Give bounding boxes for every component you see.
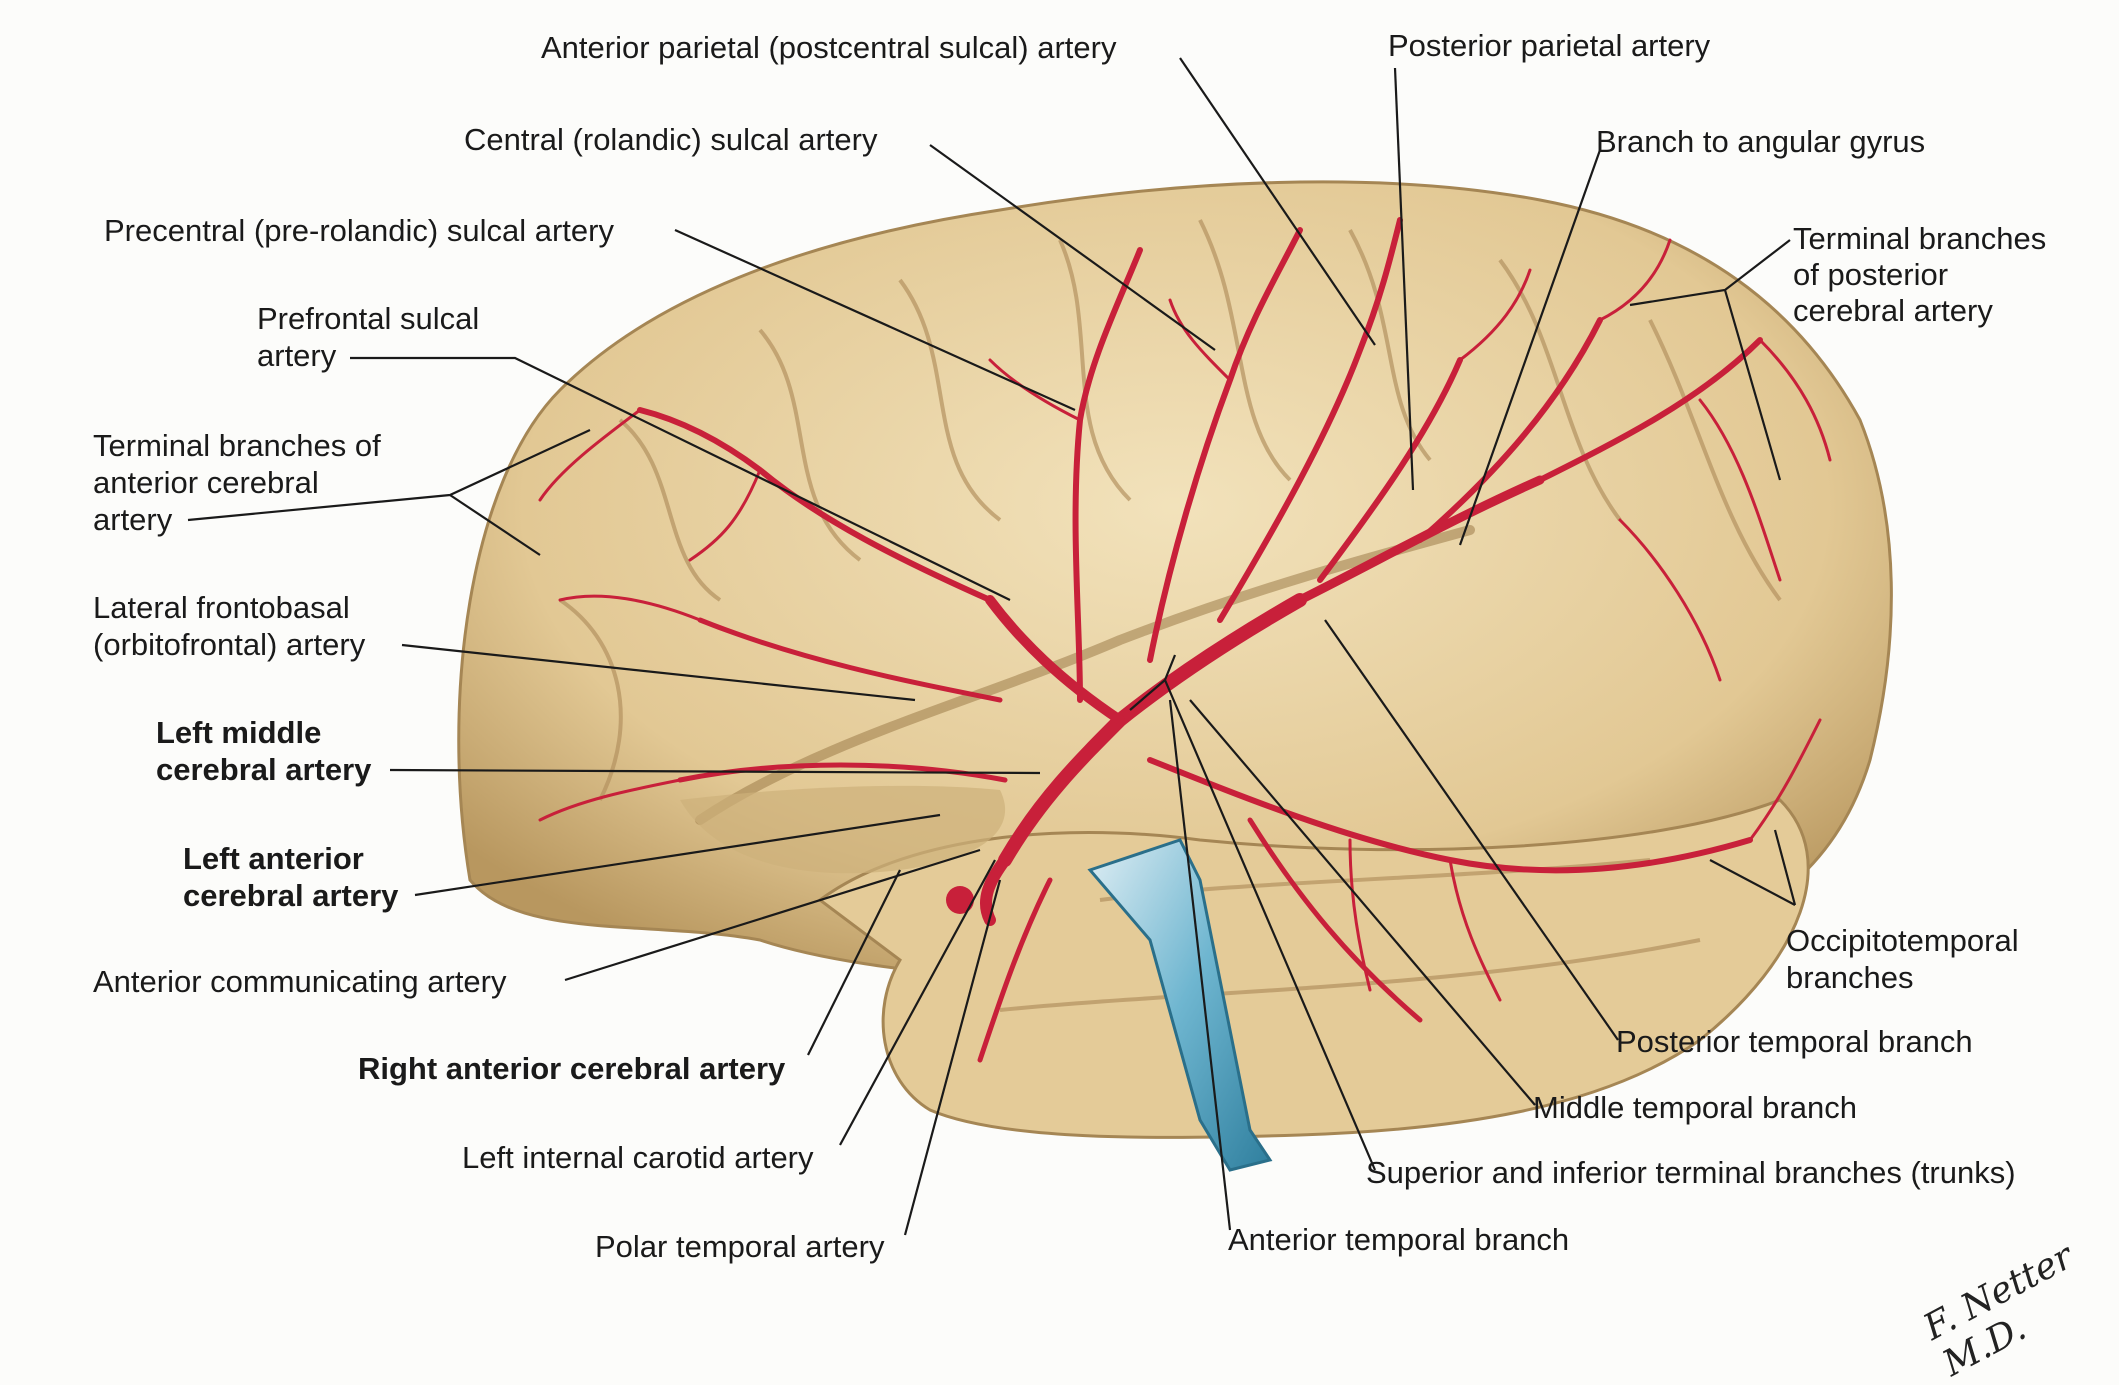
- lateral-sulcus: [695, 525, 1475, 825]
- label-precentral-sulcal-artery: Precentral (pre-rolandic) sulcal artery: [104, 213, 614, 248]
- label-occipitotemporal-line1: Occipitotemporal: [1786, 923, 2019, 958]
- label-middle-temporal-branch: Middle temporal branch: [1533, 1090, 1857, 1125]
- label-prefrontal-sulcal-artery-line2: artery: [257, 338, 337, 373]
- label-terminal-pca-line3: cerebral artery: [1793, 293, 1993, 328]
- arteries: [538, 217, 1832, 1063]
- label-anterior-temporal-branch: Anterior temporal branch: [1228, 1222, 1570, 1257]
- label-branch-to-angular-gyrus: Branch to angular gyrus: [1596, 124, 1926, 159]
- label-terminal-aca-line1: Terminal branches of: [93, 428, 381, 463]
- label-polar-temporal-artery: Polar temporal artery: [595, 1229, 885, 1264]
- label-posterior-parietal-artery: Posterior parietal artery: [1388, 28, 1711, 63]
- label-anterior-communicating-artery: Anterior communicating artery: [93, 964, 507, 999]
- label-left-aca-line2: cerebral artery: [183, 878, 399, 913]
- label-left-aca-line1: Left anterior: [183, 841, 364, 876]
- label-left-mca-line1: Left middle: [156, 715, 322, 750]
- label-left-internal-carotid-artery: Left internal carotid artery: [462, 1140, 814, 1175]
- label-left-mca-line2: cerebral artery: [156, 752, 372, 787]
- label-terminal-aca-line3: artery: [93, 502, 173, 537]
- label-right-aca: Right anterior cerebral artery: [358, 1051, 786, 1086]
- gyri-lines: [558, 219, 1782, 1012]
- label-prefrontal-sulcal-artery-line1: Prefrontal sulcal: [257, 301, 480, 336]
- brain-illustration: [187, 57, 1893, 1236]
- label-occipitotemporal-line2: branches: [1786, 960, 1914, 995]
- temporal-lobe-shape: [817, 798, 1810, 1139]
- label-superior-inferior-terminal-branches: Superior and inferior terminal branches …: [1366, 1155, 2016, 1190]
- label-terminal-pca-line1: Terminal branches: [1793, 221, 2047, 256]
- label-lateral-frontobasal-line1: Lateral frontobasal: [93, 590, 350, 625]
- label-terminal-pca-line2: of posterior: [1793, 257, 1949, 292]
- label-lateral-frontobasal-line2: (orbitofrontal) artery: [93, 627, 366, 662]
- label-anterior-parietal-artery: Anterior parietal (postcentral sulcal) a…: [541, 30, 1117, 65]
- anatomy-figure: Anterior parietal (postcentral sulcal) a…: [93, 28, 2080, 1385]
- label-central-sulcal-artery: Central (rolandic) sulcal artery: [464, 122, 878, 157]
- leader-lines: [187, 57, 1797, 1236]
- label-posterior-temporal-branch: Posterior temporal branch: [1616, 1024, 1973, 1059]
- label-terminal-aca-line2: anterior cerebral: [93, 465, 319, 500]
